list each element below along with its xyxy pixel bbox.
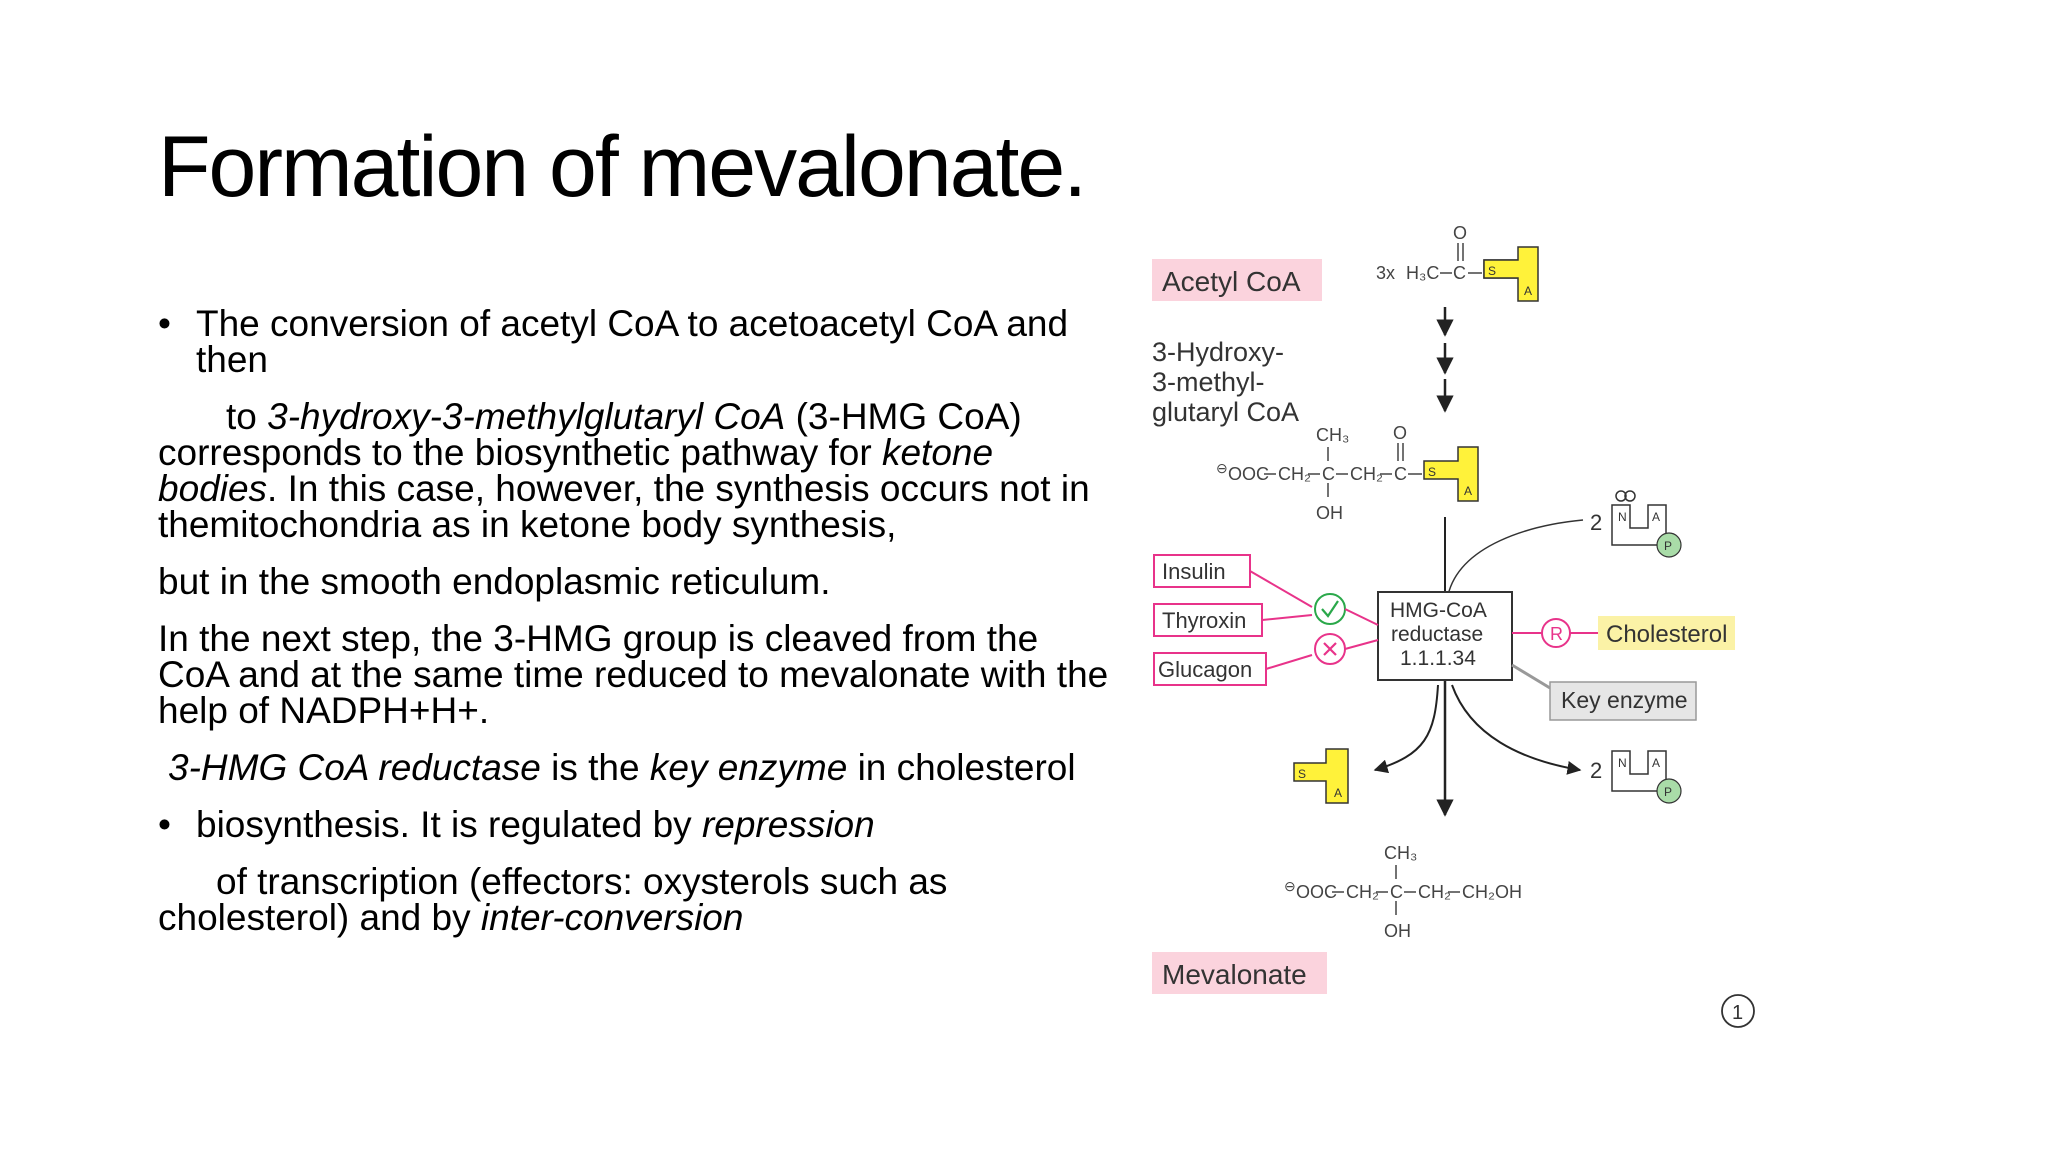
svg-text:C: C [1390,882,1403,902]
figure-number-icon [1721,994,1755,1028]
text-run: to [226,396,268,437]
svg-text:OH: OH [1384,921,1411,941]
svg-text:2: 2 [1590,510,1602,535]
acetyl-coa-label-bg [1152,259,1322,301]
hmg-coa-label-2: 3-methyl- [1152,367,1265,397]
hmg-coa-label-3: glutaryl CoA [1152,397,1299,427]
svg-text:S: S [1428,465,1436,479]
text-run: is the [540,747,650,788]
text-run: . In this case, however, the synthesis o… [158,468,1090,545]
glucagon-label: Glucagon [1158,657,1252,682]
bullet-item: • biosynthesis. It is regulated by repre… [158,804,1118,845]
text-run: (3-HMG CoA) corresponds to the biosynthe… [158,396,1022,473]
svg-text:CH₂: CH₂ [1278,464,1311,484]
svg-text:CH₂OH: CH₂OH [1462,882,1522,902]
mevalonate-label-bg [1152,952,1327,994]
svg-text:A: A [1652,756,1660,770]
carbonyl-c: C [1453,263,1466,283]
coa-icon: S A [1483,246,1539,302]
enzyme-line-2: reductase [1391,623,1483,646]
mevalonate-pathway-diagram: Acetyl CoA 3-Hydroxy- 3-methyl- glutaryl… [1152,223,1755,1028]
insulin-box [1153,554,1251,588]
svg-text:A: A [1464,484,1472,498]
svg-text:A: A [1524,284,1532,298]
key-enzyme-label: Key enzyme [1561,687,1688,713]
term: inter-conversion [480,897,744,938]
svg-text:CH₂: CH₂ [1418,882,1451,902]
cholesterol-label: Cholesterol [1606,621,1727,648]
svg-text:O: O [1393,423,1407,443]
text-run: in cholesterol [847,747,1076,788]
minus-sign: ⊖ [1216,460,1228,476]
glucagon-box [1153,652,1267,686]
text-run: of transcription (effectors: oxysterols … [158,861,948,938]
paragraph: In the next step, the 3-HMG group is cle… [158,618,1109,731]
svg-text:P: P [1664,539,1672,553]
enzyme-box [1377,591,1513,681]
paragraph: 3-HMG CoA reductase is the key enzyme in… [158,747,1118,788]
svg-text:CH₂: CH₂ [1350,464,1383,484]
paragraph: of transcription (effectors: oxysterols … [158,861,1118,938]
svg-text:2: 2 [1590,758,1602,783]
enzyme-line-3: 1.1.1.34 [1400,647,1476,670]
svg-text:R: R [1550,624,1563,644]
cholesterol-box [1598,616,1735,650]
text-run: biosynthesis. It is regulated by [196,804,702,845]
paragraph: but in the smooth endoplasmic reticulum. [158,561,831,602]
check-icon [1314,593,1346,625]
term: 3-HMG CoA reductase [168,747,541,788]
bullet-dot: • [158,303,171,344]
svg-text:1: 1 [1732,1002,1743,1024]
svg-text:⊖: ⊖ [1284,878,1296,894]
bullet-item: • The conversion of acetyl CoA to acetoa… [158,303,1118,380]
svg-text:CH₃: CH₃ [1316,425,1349,445]
bullet-dot: • [158,804,171,845]
paragraph: to 3-hydroxy-3-methylglutaryl CoA (3-HMG… [158,396,1118,545]
key-enzyme-box [1549,681,1697,721]
hmg-coa-label-1: 3-Hydroxy- [1152,337,1284,367]
insulin-label: Insulin [1162,559,1226,584]
svg-text:CH₃: CH₃ [1384,843,1417,863]
nadp-icon: N A P [1611,490,1682,558]
paragraph-text: The conversion of acetyl CoA to acetoace… [196,303,1069,380]
three-x: 3x [1376,263,1395,283]
svg-text:C: C [1322,464,1335,484]
svg-text:P: P [1664,785,1672,799]
svg-text:OH: OH [1316,503,1343,523]
slide-body: • The conversion of acetyl CoA to acetoa… [158,303,1118,938]
acetyl-coa-label: Acetyl CoA [1162,266,1301,297]
carbonyl-o: O [1453,223,1467,243]
svg-text:C: C [1394,464,1407,484]
term: 3-hydroxy-3-methylglutaryl CoA [267,396,786,437]
term: key enzyme [649,747,848,788]
svg-text:N: N [1618,510,1627,524]
svg-text:N: N [1618,756,1627,770]
coa-icon: S A [1293,748,1349,804]
svg-text:CH₂: CH₂ [1346,882,1379,902]
svg-text:S: S [1298,767,1306,781]
nadp-icon: N A P [1611,750,1682,804]
thyroxin-label: Thyroxin [1162,608,1246,633]
term: repression [701,804,875,845]
h3c: H₃C [1406,263,1439,283]
svg-text:S: S [1488,264,1496,278]
svg-text:OOC: OOC [1296,882,1337,902]
svg-text:A: A [1334,786,1342,800]
term: ketone bodies [158,432,994,509]
thyroxin-box [1153,603,1263,637]
coa-icon: S A [1423,446,1479,502]
ooc: OOC [1228,464,1269,484]
svg-text:A: A [1652,510,1660,524]
mevalonate-label: Mevalonate [1162,959,1307,990]
slide-title: Formation of mevalonate. [158,119,1087,215]
cross-icon [1314,633,1346,665]
enzyme-line-1: HMG-CoA [1390,599,1487,622]
